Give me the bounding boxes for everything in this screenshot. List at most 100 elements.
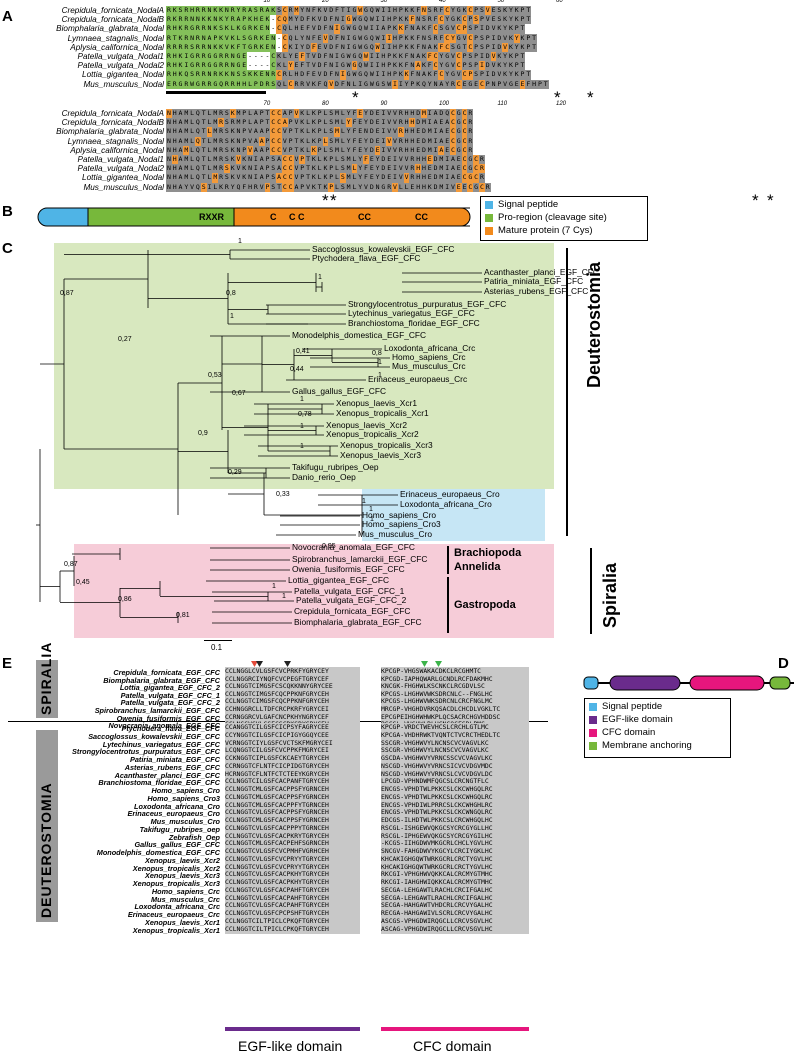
e-cfc-sequence: SECGA-HAHGAWTVHDCRLCRCVYGALHC (381, 901, 529, 911)
tree-leaf-label: Strongylocentrotus_purpuratus_EGF_CFC (348, 299, 507, 309)
bootstrap-value: 0,78 (298, 411, 312, 418)
e-cfc-sequence: RSCGL-IPHGEWVQKGCSYCRCGYGILHC (381, 831, 529, 841)
e-cfc-sequence: ASCAG-VPHGDWIRQGCLLCRCVSGVLHC (381, 924, 529, 934)
tree-leaf-label: Patella_vulgata_EGF_CFC_2 (296, 595, 407, 605)
cro-box (362, 489, 545, 541)
legend-b-item: Mature protein (7 Cys) (481, 224, 647, 237)
spiralia-side-box (36, 660, 58, 718)
e-cfc-sequence: ENCGS-VPHDTWLPKKCSLCKCWHGQLRC (381, 792, 529, 802)
gastropoda-label: Gastropoda (454, 599, 516, 611)
sequence-name: Crepidula_fornicata_NodalB (61, 118, 164, 128)
egf-domain-d (609, 675, 681, 691)
conserved-cys-asterisk: * (322, 191, 329, 210)
e-egf-sequence: CCANGGTCILGSFCICPSYFAGRYCEE (225, 723, 360, 732)
e-cfc-sequence: KPCGD-IAPHQWARLGCNDLRCFDAKMHC (381, 674, 529, 684)
e-egf-sequence: HCRNGGTCFLNTFCTCTEEYKGRYCEH (225, 769, 360, 779)
bootstrap-value: 0,67 (232, 390, 246, 397)
e-cfc-sequence: SSCGR-VHGHWVYLNCNSCVCVAGVLKC (381, 738, 529, 748)
e-cfc-sequence: KPCGA-VHDHRWKTVQNTCTVCRCTHEDLTC (381, 730, 529, 740)
bootstrap-value: 1 (362, 498, 366, 505)
e-sequence-name: Lytechinus_variegatus_EGF_CFC (102, 739, 220, 749)
sequence-name: Patella_vulgata_Nodal1 (77, 155, 165, 164)
e-cfc-sequence: -KCGS-IIHGDWVMKGCRLCHCLYGVLHC (381, 839, 529, 849)
sequence-name: Crepidula_fornicata_NodalA (61, 6, 164, 15)
bootstrap-value: 0,8 (372, 350, 382, 357)
tree-leaf-label: Xenopus_tropicalis_Xcr3 (340, 440, 433, 450)
e-cfc-sequence: EPCGPEIHGHWHWKPLQCSACRCHGVHDDSC (381, 712, 529, 722)
scale-label: 0.1 (211, 643, 223, 652)
e-egf-sequence: CCLNGGTCILGSFCACPANFTGRYCEH (225, 777, 360, 787)
panel-label-d: D (778, 655, 789, 672)
bootstrap-value: 0,87 (64, 561, 78, 568)
e-sequence-name: Loxodonta_africana_Crc (134, 902, 220, 912)
bootstrap-value: 0,95 (322, 543, 336, 550)
sequence-name: Patella_vulgata_Nodal2 (77, 61, 165, 71)
e-sequence-name: Mus_musculus_Cro (150, 817, 220, 826)
e-egf-sequence: CCLNGGTCMLGSFCACPPFYTGRNCEH (225, 800, 360, 810)
e-cfc-sequence: NSCGD-VHGHWVYVRNCSICVCVDGVMDC (381, 761, 529, 771)
tree-leaf-label: Lytechinus_variegatus_EGF_CFC (348, 308, 475, 318)
e-egf-sequence: CCLNGGTCIMGSFCQCPPKNFGRYCEH (225, 689, 360, 699)
ruler-tick: 70 (263, 101, 271, 107)
tree-leaf-label: Patella_vulgata_EGF_CFC_1 (294, 586, 405, 596)
conserved-cys-asterisk: * (554, 88, 561, 107)
tree-leaf-label: Acanthaster_planci_EGF_CFC (484, 267, 599, 277)
tree-leaf-label: Spirobranchus_lamarckii_EGF_CFC (292, 554, 428, 564)
e-sequence-name: Mus_musculus_Crc (151, 894, 220, 904)
tree-leaf-label: Mus_musculus_Cro (358, 529, 433, 539)
gastropoda-bar (447, 577, 449, 633)
sequence-name: Patella_vulgata_Nodal2 (77, 164, 165, 174)
e-sequence-name: Gallus_gallus_EGF_CFC (134, 840, 220, 850)
e-cfc-sequence: EDCGS-ILHDTWLPKKCSLCRCWHGQLHC (381, 816, 529, 825)
ruler-tick: 20 (322, 0, 329, 4)
e-cfc-sequence: NSCGD-VHGHWVYVRNCSLCVCVDGVLDC (381, 769, 529, 779)
e-sequence-name: Ptychodera_flava_EGF_CFC (121, 724, 220, 733)
sequence-name: Mus_musculus_Nodal (83, 182, 164, 192)
bootstrap-value: 1 (300, 443, 304, 450)
ruler-tick: 10 (263, 0, 271, 4)
e-sequence-name: Crepidula_fornicata_EGF_CFC (113, 668, 220, 677)
e-cfc-sequence: GSCDA-VHGHWVYVRNCSSCVCVAGVLKC (381, 754, 529, 763)
tree-leaf-label: Danio_rerio_Oep (292, 472, 356, 482)
tree-leaf-label: Ptychodera_flava_EGF_CFC (312, 253, 421, 263)
cfc-domain-bar (381, 1027, 529, 1031)
bootstrap-value: 0,86 (118, 596, 132, 603)
tree-leaf-label: Xenopus_laevis_Xcr1 (336, 398, 418, 408)
e-sequence-name: Homo_sapiens_Cro (151, 786, 220, 795)
e-sequence-name: Erinaceus_europaeus_Crc (127, 910, 220, 919)
e-egf-sequence: CCLNGGTCVLGSFCPCPSHFTGRYCEH (225, 909, 360, 918)
tree-leaf-label: Mus_musculus_Crc (392, 361, 466, 371)
ruler-tick: 30 (380, 0, 388, 4)
e-egf-sequence: VCRNGGTCIYLGSFCVCTSKFMGRYCEI (225, 738, 360, 748)
signal-peptide-domain-d (583, 676, 599, 690)
tree-leaf-label: Xenopus_tropicalis_Xcr1 (336, 408, 429, 418)
e-cfc-sequence: KPCGS-LHGHWVWKSDRCNLC--FNGLHC (381, 689, 529, 699)
e-egf-sequence: CCLNGGTCVLGSFCACPAHFTGRYCEH (225, 893, 360, 903)
cfc-domain-d (689, 675, 765, 691)
e-egf-sequence: CCKNGGTCIPLGSFCKCAEYTGRYCEH (225, 754, 360, 763)
e-egf-sequence: CCLNGGTCVLGSFCACPKRYTGRYCEH (225, 831, 360, 841)
tree-leaf-label: Lottia_gigantea_EGF_CFC (288, 575, 390, 585)
e-sequence-name: Owenia_fusiformis_EGF_CFC (116, 713, 220, 723)
e-egf-sequence: CCLNGGTCVLGSFCACPPSFYGRNCEH (225, 808, 360, 818)
ruler-tick: 90 (380, 101, 388, 107)
legend-d-item: Membrane anchoring (585, 739, 730, 752)
domain-diagram-b: RXXR C C C CC CC (37, 207, 471, 227)
conserved-cys-asterisk: * (767, 191, 774, 210)
cleavage-underline (166, 91, 266, 94)
e-sequence-name: Zebrafish_Oep (168, 832, 220, 842)
annelida-bar (447, 562, 449, 574)
cys-4: CC (415, 212, 428, 222)
ruler-tick: 120 (556, 101, 567, 107)
cys-2: C C (289, 212, 305, 222)
